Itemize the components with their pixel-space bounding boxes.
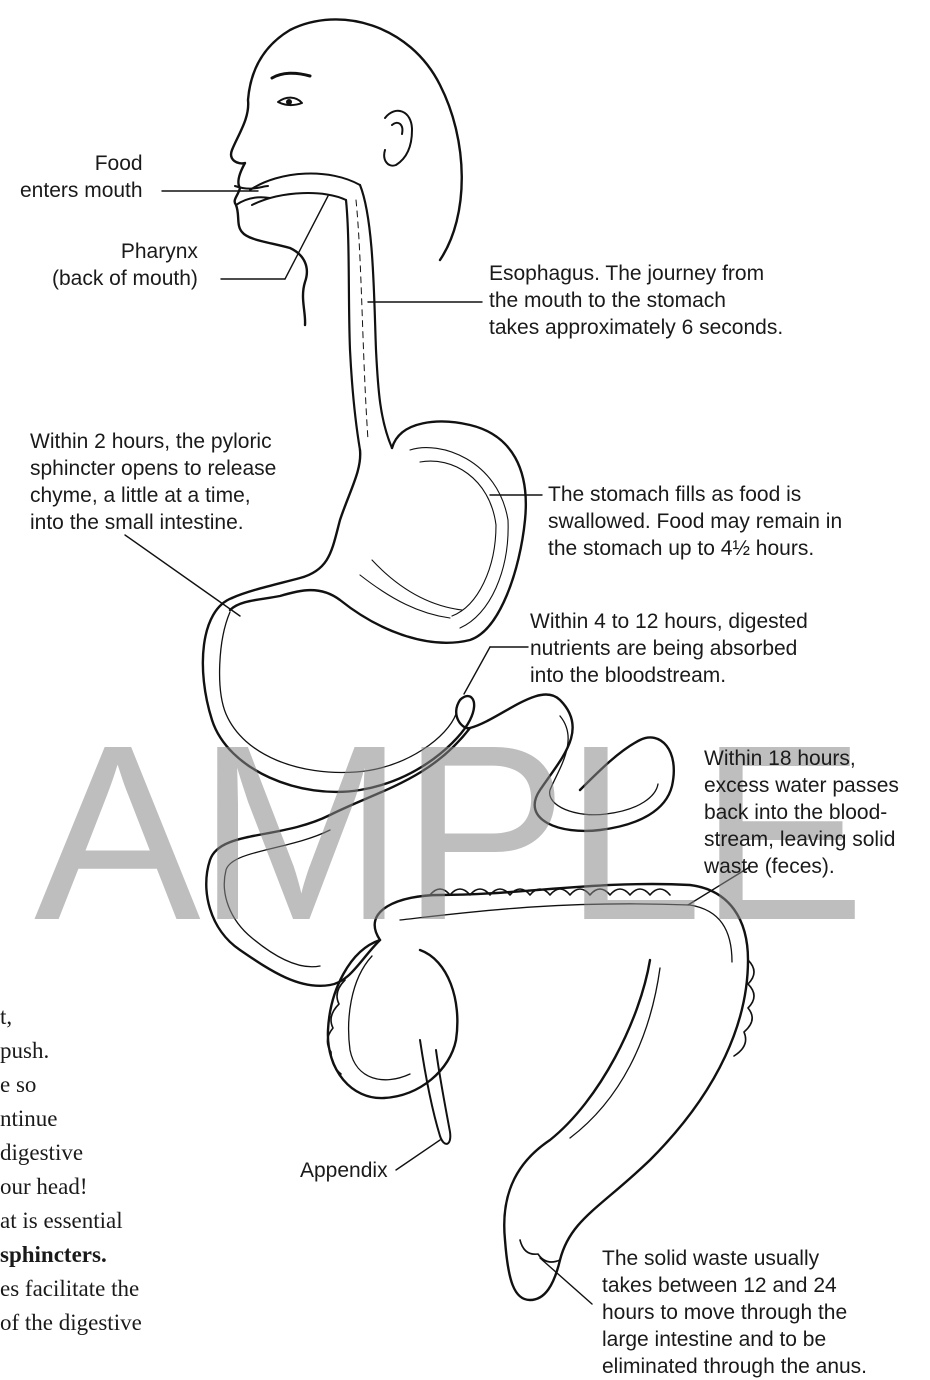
- label-stomach: The stomach fills as food is swallowed. …: [548, 481, 842, 562]
- label-absorption: Within 4 to 12 hours, digested nutrients…: [530, 608, 808, 689]
- oral-cavity: [250, 174, 360, 205]
- body-text-line: our head!: [0, 1170, 88, 1203]
- label-pyloric-sphincter: Within 2 hours, the pyloric sphincter op…: [30, 428, 276, 536]
- body-text-line: digestive: [0, 1136, 83, 1169]
- body-text-line: at is essential: [0, 1204, 123, 1237]
- body-text-line: e so: [0, 1068, 36, 1101]
- label-esophagus: Esophagus. The journey from the mouth to…: [489, 260, 783, 341]
- label-water-reabsorption: Within 18 hours, excess water passes bac…: [704, 745, 899, 880]
- leader-pyloric: [125, 535, 240, 616]
- label-solid-waste: The solid waste usually takes between 12…: [602, 1245, 867, 1380]
- ear: [384, 111, 412, 166]
- body-text-line: es facilitate the: [0, 1272, 139, 1305]
- label-pharynx: Pharynx (back of mouth): [52, 238, 198, 292]
- eyebrow: [272, 73, 310, 78]
- label-appendix: Appendix: [300, 1157, 388, 1184]
- esophagus-left-wall: [346, 200, 360, 450]
- appendix: [420, 1040, 450, 1144]
- body-text-line: ntinue: [0, 1102, 58, 1135]
- body-text-line: t,: [0, 1000, 12, 1033]
- pupil: [286, 99, 292, 105]
- leader-solid-waste: [540, 1258, 592, 1304]
- leader-appendix: [396, 1140, 440, 1170]
- body-text-line-bold: sphincters.: [0, 1238, 107, 1271]
- leader-absorption: [464, 647, 490, 694]
- esophagus-right-wall: [360, 185, 392, 448]
- body-text-line: push.: [0, 1034, 49, 1067]
- body-text-line: of the digestive: [0, 1306, 142, 1339]
- label-food-enters-mouth: Food enters mouth: [20, 150, 143, 204]
